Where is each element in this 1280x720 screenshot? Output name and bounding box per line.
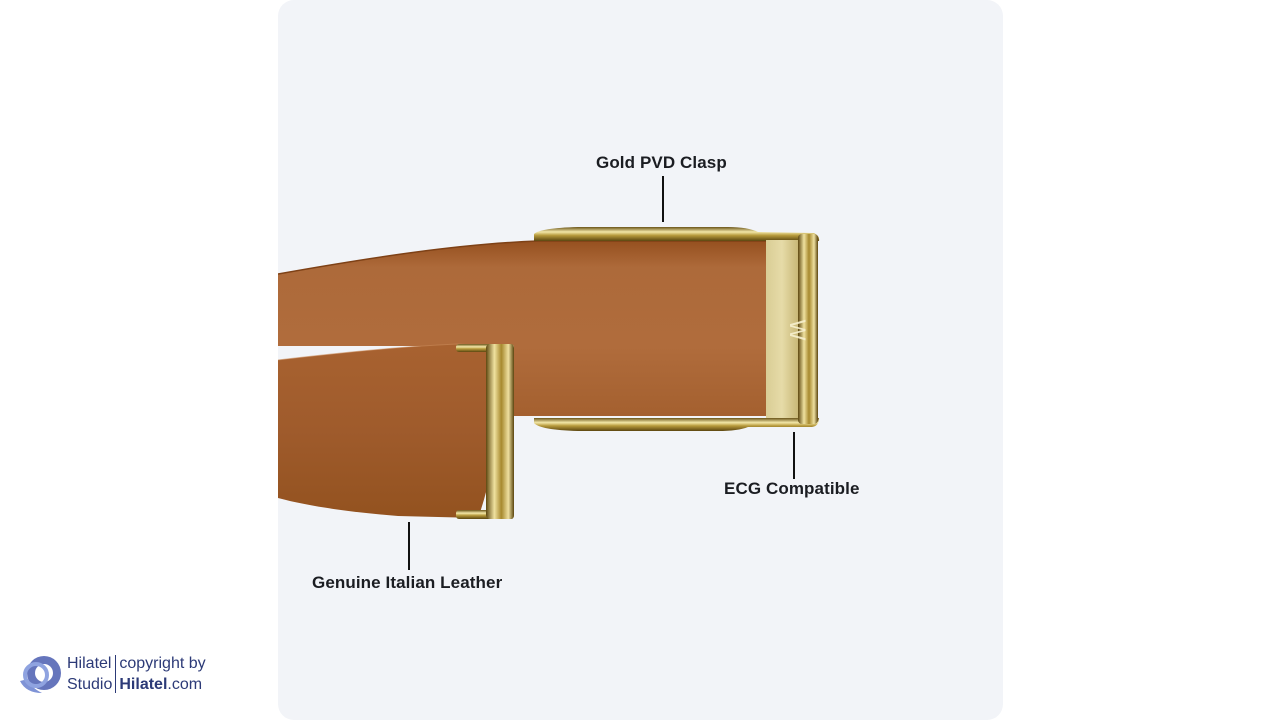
callout-genuine-italian-leather: Genuine Italian Leather bbox=[312, 573, 503, 592]
leather-strap-illustration: W bbox=[278, 176, 820, 570]
watermark-copyright: copyright by bbox=[119, 655, 206, 672]
callout-gold-pvd-clasp: Gold PVD Clasp bbox=[596, 153, 727, 172]
watermark-site: Hilatel.com bbox=[119, 674, 205, 695]
leather-strap-upper bbox=[278, 241, 768, 416]
callout-ecg-compatible: ECG Compatible bbox=[724, 479, 860, 498]
watermark-right: copyright by Hilatel.com bbox=[119, 653, 205, 695]
watermark-separator bbox=[115, 655, 117, 693]
clasp-end-plate bbox=[766, 240, 798, 418]
watermark-brand: Hilatel bbox=[67, 655, 112, 672]
watermark: Hilatel Studio copyright by Hilatel.com bbox=[16, 652, 206, 696]
watermark-site-suffix: .com bbox=[167, 676, 203, 693]
clasp-top-bar bbox=[534, 227, 820, 241]
watermark-studio: Studio bbox=[67, 676, 113, 693]
watermark-left: Hilatel Studio bbox=[67, 653, 112, 695]
clasp-monogram: W bbox=[785, 320, 810, 341]
leather-strap-lower bbox=[278, 344, 497, 518]
hilatel-logo-icon bbox=[20, 656, 61, 693]
product-image-card: W Gold PVD Clasp ECG Compatible Genuine … bbox=[278, 0, 1003, 720]
clasp-bottom-bar bbox=[534, 418, 819, 431]
watermark-site-bold: Hilatel bbox=[119, 676, 168, 693]
